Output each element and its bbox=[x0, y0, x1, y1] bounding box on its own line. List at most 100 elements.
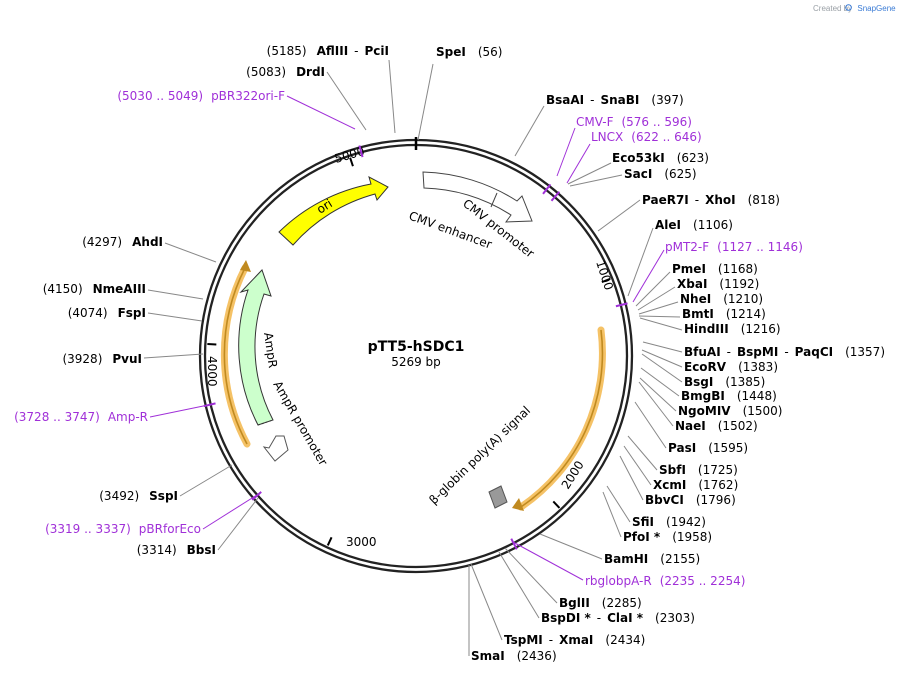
site-leader-line bbox=[627, 435, 658, 471]
restriction-site-label: BmgBI(1448) bbox=[681, 389, 777, 403]
feature-ampr-label: AmpR bbox=[261, 331, 280, 368]
feature-ori: ori bbox=[278, 176, 389, 246]
site-label-part: BspMI bbox=[737, 345, 778, 359]
tick-mark bbox=[601, 277, 611, 284]
restriction-site-label: (3928)PvuI bbox=[62, 352, 142, 366]
site-label-part: NmeAIII bbox=[93, 282, 146, 296]
site-label-part: (1106) bbox=[693, 218, 733, 232]
site-label-part: BspDI * bbox=[541, 611, 591, 625]
site-leader-line bbox=[147, 289, 204, 300]
site-label-part: LNCX bbox=[591, 130, 623, 144]
site-leader-line bbox=[179, 464, 233, 497]
site-label-part: PciI bbox=[365, 44, 390, 58]
site-leader-line bbox=[217, 497, 259, 551]
site-leader-line bbox=[635, 271, 671, 307]
feature-polya: β-globin poly(A) signal bbox=[426, 403, 533, 509]
primer-label: (5030 .. 5049)pBR322ori-F bbox=[117, 89, 285, 103]
site-label-part: (2436) bbox=[517, 649, 557, 663]
site-label-part: ClaI * bbox=[607, 611, 644, 625]
site-label-part: PvuI bbox=[112, 352, 142, 366]
primer-marker bbox=[510, 538, 518, 550]
site-leader-line bbox=[597, 199, 641, 232]
site-leader-line bbox=[417, 63, 434, 141]
site-label-part: (1448) bbox=[737, 389, 777, 403]
site-label-part: BmtI bbox=[682, 307, 714, 321]
site-label-part: (625) bbox=[664, 167, 696, 181]
restriction-site-label: SacI (625) bbox=[624, 167, 697, 181]
snapgene-logo-icon bbox=[845, 4, 852, 11]
feature-polya-label: β-globin poly(A) signal bbox=[426, 403, 533, 507]
site-leader-line bbox=[143, 353, 204, 359]
site-label-part: (1595) bbox=[708, 441, 748, 455]
site-label-part: (1192) bbox=[719, 277, 759, 291]
restriction-site-label: (3492)SspI bbox=[99, 489, 178, 503]
site-label-part: pBRforEco bbox=[139, 522, 201, 536]
site-leader-line bbox=[569, 174, 623, 187]
restriction-site-label: HindIII(1216) bbox=[684, 322, 781, 336]
restriction-site-label: XcmI(1762) bbox=[653, 478, 738, 492]
restriction-site-label: BsgI(1385) bbox=[684, 375, 765, 389]
primer-marker bbox=[550, 191, 561, 202]
site-leader-line bbox=[514, 105, 545, 157]
site-label-part: (1500) bbox=[743, 404, 783, 418]
site-leader-line bbox=[147, 312, 203, 322]
credit-prefix: Created by bbox=[813, 4, 852, 13]
site-label-part: BbsI bbox=[187, 543, 216, 557]
site-label-part: XbaI bbox=[677, 277, 707, 291]
site-label-part: BglII bbox=[559, 596, 590, 610]
site-label-part: PaeR7I bbox=[642, 193, 689, 207]
restriction-site-label: PmeI(1168) bbox=[672, 262, 758, 276]
site-label-part: (1357) bbox=[845, 345, 885, 359]
site-label-part: (1796) bbox=[696, 493, 736, 507]
site-label-part: SacI bbox=[624, 167, 652, 181]
site-label-part: SnaBI bbox=[600, 93, 639, 107]
restriction-site-label: (3314)BbsI bbox=[137, 543, 216, 557]
credit-brand: SnapGene bbox=[857, 4, 896, 13]
restriction-site-label: (4074)FspI bbox=[68, 306, 146, 320]
site-label-part: NgoMIV bbox=[678, 404, 731, 418]
site-leader-line bbox=[623, 445, 652, 486]
site-label-separator: - bbox=[597, 611, 601, 625]
restriction-site-label: NaeI(1502) bbox=[675, 419, 758, 433]
restriction-site-label: SbfI(1725) bbox=[659, 463, 738, 477]
site-leader-line bbox=[470, 563, 503, 641]
site-leader-line bbox=[556, 127, 576, 177]
site-label-part: (2285) bbox=[602, 596, 642, 610]
site-leader-line bbox=[602, 491, 622, 538]
restriction-site-label: AleI (1106) bbox=[655, 218, 733, 232]
site-leader-line bbox=[498, 551, 540, 619]
site-label-part: BsgI bbox=[684, 375, 713, 389]
site-leader-line bbox=[638, 301, 679, 315]
site-leader-line bbox=[638, 381, 674, 427]
restriction-site-label: PfoI *(1958) bbox=[623, 530, 712, 544]
site-label-part: (1216) bbox=[741, 322, 781, 336]
site-label-part: XmaI bbox=[559, 633, 593, 647]
site-label-separator: - bbox=[590, 93, 594, 107]
site-leader-line bbox=[606, 485, 631, 523]
site-label-separator: - bbox=[695, 193, 699, 207]
site-label-part: AleI bbox=[655, 218, 681, 232]
site-label-part: XcmI bbox=[653, 478, 686, 492]
restriction-site-label: TspMI-XmaI(2434) bbox=[504, 633, 645, 647]
site-leader-line bbox=[634, 401, 667, 449]
site-label-separator: - bbox=[727, 345, 731, 359]
site-label-part: BsaAI bbox=[546, 93, 584, 107]
tick-mark bbox=[207, 342, 217, 346]
plasmid-name: pTT5-hSDC1 bbox=[368, 339, 465, 355]
site-label-part: (2434) bbox=[605, 633, 645, 647]
site-label-part: SspI bbox=[149, 489, 178, 503]
site-label-separator: - bbox=[354, 44, 358, 58]
primer-marker bbox=[203, 402, 216, 408]
site-label-part: Eco53kI bbox=[612, 151, 665, 165]
primer-label: pMT2-F(1127 .. 1146) bbox=[665, 240, 803, 254]
tick-mark bbox=[552, 500, 561, 509]
site-label-part: (1214) bbox=[726, 307, 766, 321]
feature-ampr-promoter: AmpR promoter bbox=[262, 379, 330, 468]
site-leader-line bbox=[638, 315, 681, 318]
site-label-part: (2235 .. 2254) bbox=[660, 574, 746, 588]
restriction-site-label: XbaI (1192) bbox=[677, 277, 759, 291]
site-leader-line bbox=[641, 353, 683, 383]
site-label-part: NheI bbox=[680, 292, 711, 306]
site-label-part: FspI bbox=[118, 306, 146, 320]
